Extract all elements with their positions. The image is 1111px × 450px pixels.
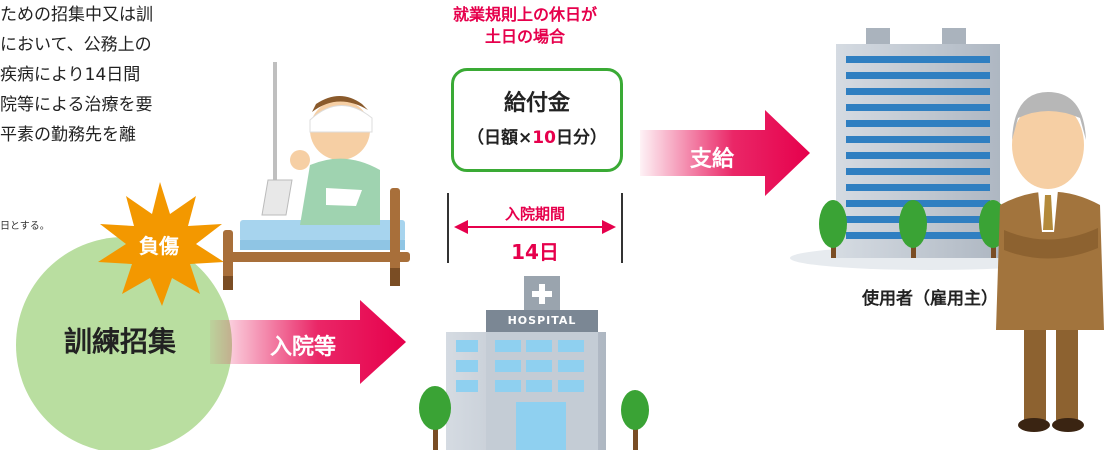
benefit-prefix: （日額× [467, 128, 533, 148]
benefit-box: 給付金 （日額×10日分） [451, 68, 623, 172]
benefit-days-number: 10 [532, 128, 556, 148]
hospital-bed-illustration [223, 62, 410, 290]
training-call-label: 訓練招集 [63, 325, 176, 358]
holiday-condition: 就業規則上の休日が 土日の場合 [420, 4, 630, 48]
injury-label: 負傷 [139, 234, 179, 258]
footnote: 日とする。 [0, 221, 50, 232]
benefit-title: 給付金 [503, 91, 570, 116]
condition-line: 土日の場合 [484, 27, 565, 46]
condition-line: 就業規則上の休日が [452, 5, 597, 24]
period-days: 14日 [511, 240, 559, 264]
intro-line: 疾病により14日間 [0, 65, 141, 85]
benefit-amount: （日額×10日分） [454, 123, 620, 148]
period-label: 入院期間 [504, 205, 565, 223]
intro-text: ための招集中又は訓 において、公務上の 疾病により14日間 院等による治療を要 … [0, 0, 240, 150]
hospital-building-illustration [419, 276, 649, 450]
admission-arrow [210, 300, 406, 384]
employer-label: 使用者（雇用主） [862, 289, 998, 309]
injury-burst [98, 182, 224, 306]
pay-arrow-label: 支給 [690, 147, 735, 172]
intro-line: ための招集中又は訓 [0, 5, 153, 25]
intro-line: において、公務上の [0, 35, 152, 55]
hospital-sign: HOSPITAL [507, 314, 577, 327]
training-call-circle [16, 237, 232, 450]
intro-line: 平素の勤務先を離 [0, 125, 136, 145]
benefit-suffix: 日分） [555, 128, 607, 148]
businessman-illustration [996, 92, 1104, 432]
employer-building-illustration [790, 28, 1070, 270]
admission-arrow-label: 入院等 [270, 335, 337, 360]
pay-arrow [640, 110, 810, 196]
intro-line: 院等による治療を要 [0, 95, 153, 115]
period-bracket [447, 193, 623, 263]
